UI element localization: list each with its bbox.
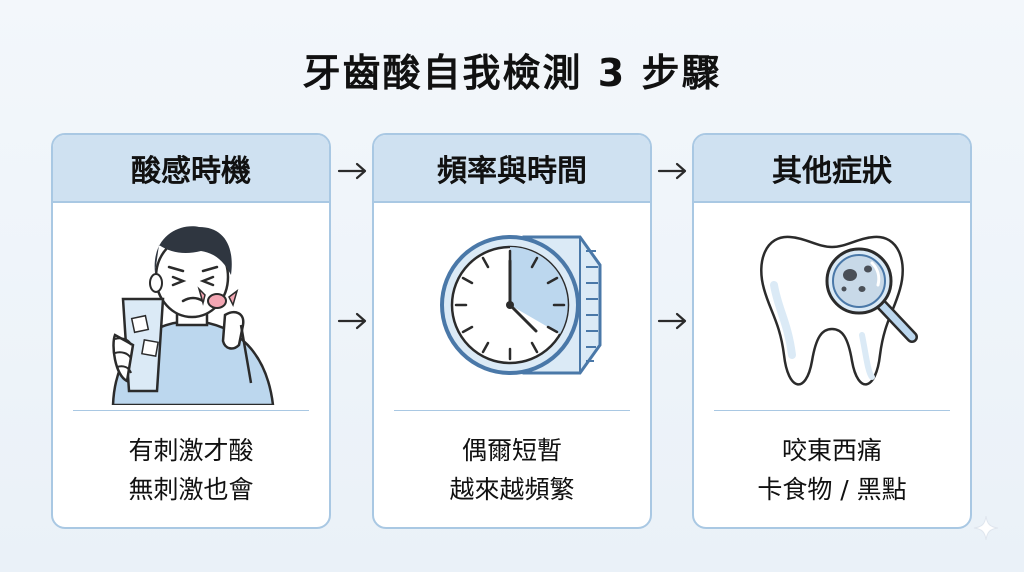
desc-line: 咬東西痛 <box>781 436 882 465</box>
card-header: 頻率與時間 <box>374 135 650 203</box>
arrow-right-icon <box>657 312 687 330</box>
desc-line: 越來越頻繁 <box>449 475 575 504</box>
divider <box>394 410 630 411</box>
clock-icon <box>440 235 602 375</box>
card-header: 其他症狀 <box>694 135 970 203</box>
card-header: 酸感時機 <box>53 135 329 203</box>
step-card-symptoms: 其他症狀 咬東西痛 卡食物 / 黑點 <box>692 133 972 529</box>
step-card-timing: 酸感時機 有刺激才酸 <box>51 133 331 529</box>
tooth-magnifier-icon <box>760 235 918 386</box>
desc-line: 卡食物 / 黑點 <box>757 475 907 504</box>
divider <box>73 410 309 411</box>
sparkle-icon <box>973 515 999 541</box>
arrow-right-icon <box>337 312 367 330</box>
desc-line: 有刺激才酸 <box>128 436 254 465</box>
arrow-right-icon <box>337 162 367 180</box>
card-description: 有刺激才酸 無刺激也會 <box>53 431 329 509</box>
card-description: 咬東西痛 卡食物 / 黑點 <box>694 431 970 509</box>
card-description: 偶爾短暫 越來越頻繁 <box>374 431 650 509</box>
person-drinking-icon <box>111 226 275 405</box>
desc-line: 無刺激也會 <box>128 475 254 504</box>
desc-line: 偶爾短暫 <box>461 436 562 465</box>
page-title: 牙齒酸自我檢測 3 步驟 <box>302 51 722 95</box>
arrow-right-icon <box>657 162 687 180</box>
divider <box>714 410 950 411</box>
step-card-frequency: 頻率與時間 <box>372 133 652 529</box>
